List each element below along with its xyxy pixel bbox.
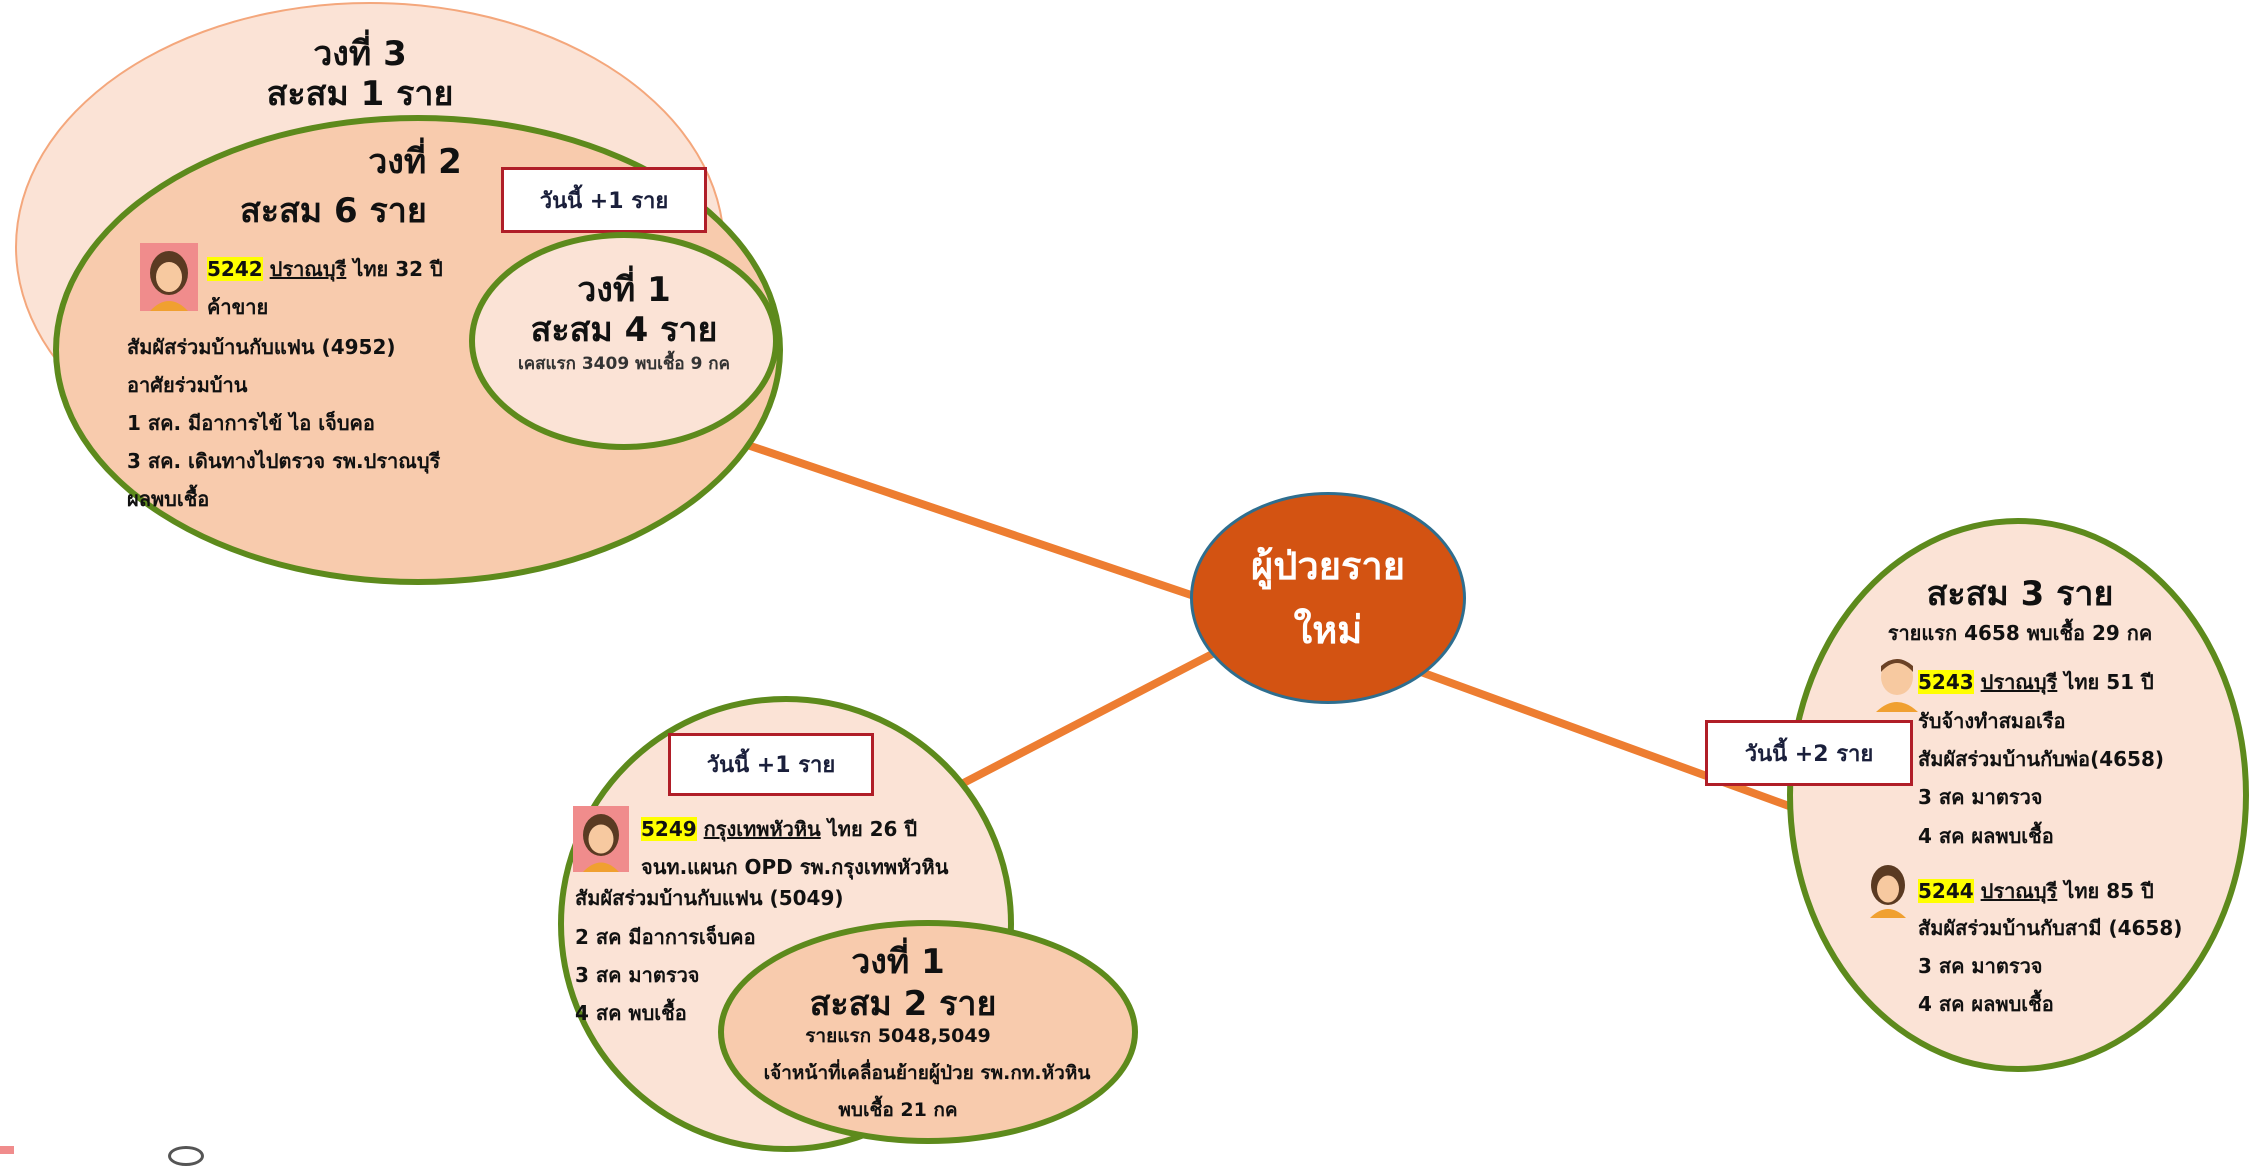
patient-details: ไทย 85 ปี	[2064, 879, 2154, 903]
hub-line-2: ใหม่	[1293, 608, 1363, 652]
cluster-a-ring1-title: วงที่ 1	[577, 270, 671, 310]
cluster-a-patient-line: อาศัยร่วมบ้าน	[127, 373, 248, 397]
new-patients-hub: ผู้ป่วยราย ใหม่	[1190, 492, 1466, 704]
female-patient-avatar	[1864, 860, 1912, 918]
cluster-a-ring2-title: วงที่ 2	[368, 142, 462, 182]
patient-id: 5243	[1918, 670, 1974, 694]
cluster-b-ring1-line3: พบเชื้อ 21 กค	[838, 1099, 958, 1121]
connector-to-cluster-c	[1408, 664, 1802, 814]
cluster-b-patient-line: 2 สค มีอาการเจ็บคอ	[575, 925, 756, 949]
patient-id: 5249	[641, 817, 697, 841]
cluster-a-today-badge: วันนี้ +1 ราย	[501, 167, 707, 233]
cluster-a-ring3-title: วงที่ 3	[313, 34, 407, 74]
cluster-b-patient-line: จนท.แผนก OPD รพ.กรุงเทพหัวหิน	[641, 855, 949, 879]
patient-place: ปราณบุรี	[1980, 670, 2058, 694]
cluster-c-first-case: รายแรก 4658 พบเชื้อ 29 กค	[1887, 621, 2153, 645]
cluster-c-patient1-line: สัมผัสร่วมบ้านกับพ่อ(4658)	[1918, 747, 2165, 771]
cluster-b-ring1-total: สะสม 2 ราย	[809, 984, 997, 1024]
connector-to-cluster-b	[948, 646, 1222, 794]
hub-line-1: ผู้ป่วยราย	[1250, 544, 1405, 588]
cluster-b-today-badge: วันนี้ +1 ราย	[668, 733, 874, 796]
cluster-a-patient-line: ผลพบเชื้อ	[127, 487, 210, 511]
connector-to-cluster-a	[710, 429, 1202, 602]
cluster-a-patient-line: 1 สค. มีอาการไข้ ไอ เจ็บคอ	[127, 411, 375, 435]
patient-details: ไทย 26 ปี	[827, 817, 918, 841]
cluster-a-ring1-note: เคสแรก 3409 พบเชื้อ 9 กค	[518, 354, 730, 374]
cluster-c-patient2-line: 4 สค ผลพบเชื้อ	[1918, 992, 2054, 1016]
cluster-b-ring1-line2: เจ้าหน้าที่เคลื่อนย้ายผู้ป่วย รพ.กท.หัวห…	[763, 1062, 1091, 1084]
cluster-c-today-badge: วันนี้ +2 ราย	[1705, 720, 1913, 786]
cluster-b-ring1-title: วงที่ 1	[851, 942, 945, 982]
patient-place: กรุงเทพหัวหิน	[703, 817, 821, 841]
patient-id: 5242	[207, 257, 263, 281]
male-patient-avatar	[1872, 652, 1922, 712]
cluster-c-patient2-line: สัมผัสร่วมบ้านกับสามี (4658)	[1918, 916, 2183, 940]
cluster-c-patient1-line: รับจ้างทำสมอเรือ	[1918, 709, 2066, 733]
cluster-b-patient-header: 5249 กรุงเทพหัวหิน ไทย 26 ปี	[641, 813, 917, 845]
cluster-c-patient2-line: 3 สค มาตรวจ	[1918, 954, 2043, 978]
cluster-c-patient2-header: 5244 ปราณบุรี ไทย 85 ปี	[1918, 875, 2154, 907]
female-patient-avatar	[573, 806, 629, 872]
cluster-a-patient-line: สัมผัสร่วมบ้านกับแฟน (4952)	[127, 335, 396, 359]
cluster-a-ring3-total: สะสม 1 ราย	[266, 74, 454, 114]
cluster-a-ring2-total: สะสม 6 ราย	[240, 191, 427, 231]
cropped-fragment	[0, 1146, 14, 1154]
cluster-c-patient1-header: 5243 ปราณบุรี ไทย 51 ปี	[1918, 666, 2154, 698]
patient-id: 5244	[1918, 879, 1974, 903]
cropped-fragment	[168, 1146, 204, 1166]
patient-details: ไทย 32 ปี	[353, 257, 443, 281]
cluster-b-patient-line: 4 สค พบเชื้อ	[575, 1001, 687, 1025]
cluster-a-patient-line: ค้าขาย	[207, 295, 269, 319]
cluster-a-ring1	[469, 232, 779, 450]
cluster-c-total: สะสม 3 ราย	[1926, 574, 2114, 614]
patient-place: ปราณบุรี	[269, 257, 347, 281]
cluster-c-patient1-line: 3 สค มาตรวจ	[1918, 785, 2043, 809]
cluster-b-patient-line: 3 สค มาตรวจ	[575, 963, 700, 987]
cluster-a-ring1-total: สะสม 4 ราย	[530, 310, 718, 350]
cluster-b-patient-line: สัมผัสร่วมบ้านกับแฟน (5049)	[575, 886, 844, 910]
cluster-c-ring	[1787, 518, 2249, 1072]
cluster-a-patient-header: 5242 ปราณบุรี ไทย 32 ปี	[207, 253, 443, 285]
cluster-c-patient1-line: 4 สค ผลพบเชื้อ	[1918, 824, 2054, 848]
cluster-a-patient-line: 3 สค. เดินทางไปตรวจ รพ.ปราณบุรี	[127, 449, 441, 473]
cluster-b-ring1-line1: รายแรก 5048,5049	[805, 1025, 991, 1047]
patient-place: ปราณบุรี	[1980, 879, 2058, 903]
female-patient-avatar	[140, 243, 198, 311]
cluster-b-ring1	[718, 920, 1138, 1144]
patient-details: ไทย 51 ปี	[2064, 670, 2154, 694]
